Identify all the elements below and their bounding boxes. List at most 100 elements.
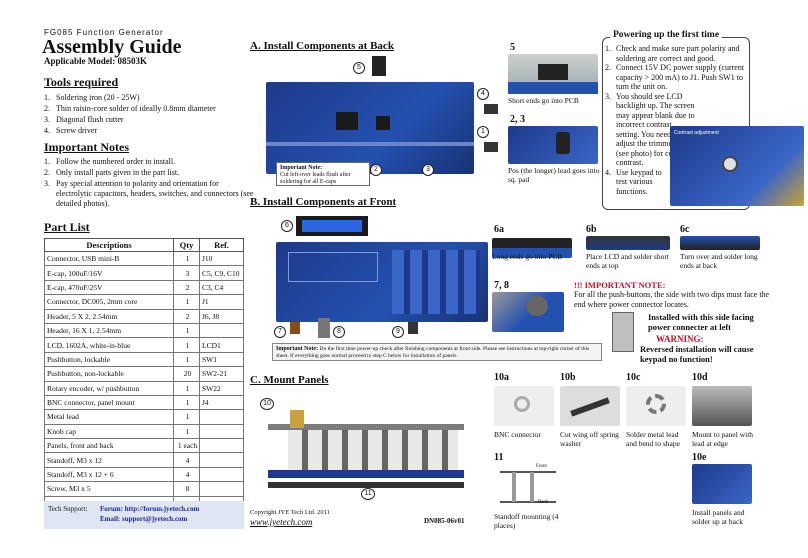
step-5-photo: [508, 54, 598, 94]
tech-support-label: Tech Support:: [48, 505, 88, 513]
table-cell: [199, 423, 244, 440]
step-6b-photo: [586, 236, 670, 250]
list-item: 3.Diagonal flush cutter: [44, 115, 124, 124]
doc-subtitle: FG085 Function Generator: [44, 28, 164, 37]
col-header: Ref.: [199, 238, 244, 252]
step-23-label: 2, 3: [510, 114, 525, 125]
email-link[interactable]: Email: support@jyetech.com: [100, 515, 188, 523]
table-cell: [199, 452, 244, 468]
pcb-front-photo: [276, 242, 488, 322]
pushbutton-photo: [408, 322, 418, 334]
step-10b-label: 10b: [560, 372, 576, 383]
important-note-b: Important Note: Do the first time power-…: [272, 343, 602, 361]
col-header: Descriptions: [44, 238, 174, 252]
table-cell: C3, C4: [199, 279, 244, 296]
warning-title: WARNING:: [656, 334, 704, 344]
model-number: Applicable Model: 08503K: [44, 56, 147, 66]
callout-9: 9: [392, 326, 404, 338]
important-note-a: Important Note: Cut left-over leads flus…: [276, 162, 370, 186]
table-cell: [199, 438, 244, 454]
pcb-back-photo: [266, 82, 474, 174]
header-photo: [372, 56, 386, 76]
table-cell: 8: [173, 481, 200, 497]
step-10c-photo: [626, 386, 686, 426]
callout-2: 2: [370, 164, 382, 176]
table-cell: 1: [173, 380, 200, 396]
step-6c-label: 6c: [680, 224, 690, 235]
table-cell: Rotary encoder, w/ pushbutton: [44, 380, 174, 396]
table-cell: Pushbutton, lockable: [44, 351, 174, 368]
table-cell: [199, 466, 244, 483]
table-cell: 1: [173, 250, 200, 267]
table-cell: 1: [173, 322, 200, 339]
standoff-diagram-svg: [500, 471, 556, 503]
list-item: 3.Pay special attention to polarity and …: [44, 179, 254, 208]
warning-text: Reversed installation will cause keypad …: [640, 344, 754, 364]
step-11-caption: Standoff mounting (4 places): [494, 512, 559, 530]
step-6a-label: 6a: [494, 224, 504, 235]
table-cell: 1: [173, 423, 200, 440]
table-cell: LCD, 1602A, white-in-blue: [44, 337, 174, 353]
callout-11: 11: [361, 488, 375, 500]
list-item: 3.You should see LCD backlight up. The s…: [605, 91, 696, 168]
callout-6: 6: [281, 220, 293, 232]
step-6c-caption: Turn over and solder long ends at back: [680, 252, 758, 270]
table-cell: Connector, DC005, 2mm core: [44, 294, 174, 310]
list-item: 4.Screw driver: [44, 126, 98, 135]
table-cell: C5, C9, C10: [199, 265, 244, 281]
step-6a-pcb: [492, 248, 572, 258]
col-header: Qty: [173, 238, 200, 252]
table-cell: 4: [173, 466, 200, 483]
step-5-caption: Short ends go into PCB: [508, 96, 579, 105]
table-cell: Knob cap: [44, 423, 174, 440]
step-6a-caption: Long ends go into PCB: [492, 252, 563, 261]
list-item: 2.Thin raisin-core solder of ideally 0.8…: [44, 104, 216, 113]
list-item: 1.Follow the numbered order to install.: [44, 157, 176, 166]
step-10d-photo: [692, 386, 752, 426]
website-link[interactable]: www.jyetech.com: [250, 517, 313, 527]
important-note-title: !!! IMPORTANT NOTE:: [574, 280, 666, 290]
section-c-title: C. Mount Panels: [250, 374, 329, 386]
step-23-caption: Pos (the longer) lead goes into sq. pad: [508, 166, 600, 184]
table-cell: Header, 5 X 2, 2.54mm: [44, 308, 174, 324]
step-10a-photo: [494, 386, 554, 426]
step-10a-label: 10a: [494, 372, 509, 383]
step-6b-caption: Place LCD and solder short ends at top: [586, 252, 669, 270]
step-10d-caption: Mount to panel with lead at edge: [692, 430, 754, 448]
back-label: Back: [538, 500, 549, 505]
callout-8: 8: [333, 326, 345, 338]
table-cell: Connector, USB mini-B: [44, 250, 174, 267]
step-6a-photo: [492, 238, 572, 250]
table-cell: [199, 409, 244, 425]
table-cell: SW2-21: [199, 366, 244, 382]
copyright: Copyright JYE Tech Ltd. 2011: [250, 509, 330, 516]
step-10c-label: 10c: [626, 372, 641, 383]
table-cell: LCD1: [199, 337, 244, 353]
important-note-text: For all the push-buttons, the side with …: [574, 290, 770, 309]
table-cell: J10: [199, 250, 244, 267]
section-a-title: A. Install Components at Back: [250, 40, 394, 52]
front-label: Front: [536, 464, 547, 469]
step-5-label: 5: [510, 42, 515, 53]
callout-5: 5: [353, 62, 365, 74]
step-10e-caption: Install panels and solder up at back: [692, 508, 745, 526]
parts-heading: Part List: [44, 220, 90, 234]
table-cell: SW1: [199, 351, 244, 368]
table-cell: 1: [173, 294, 200, 310]
power-up-title: Powering up the first time: [610, 30, 723, 40]
list-item: 1.Check and make sure part polarity and …: [605, 44, 740, 63]
step-6b-label: 6b: [586, 224, 597, 235]
tools-list: 1.Soldering iron (20 - 25W) 2.Thin raisi…: [44, 93, 256, 137]
contrast-photo: Contrast adjustment: [670, 126, 804, 206]
step-10d-label: 10d: [692, 372, 708, 383]
forum-link[interactable]: Forum: http://forum.jyetech.com: [100, 505, 200, 513]
